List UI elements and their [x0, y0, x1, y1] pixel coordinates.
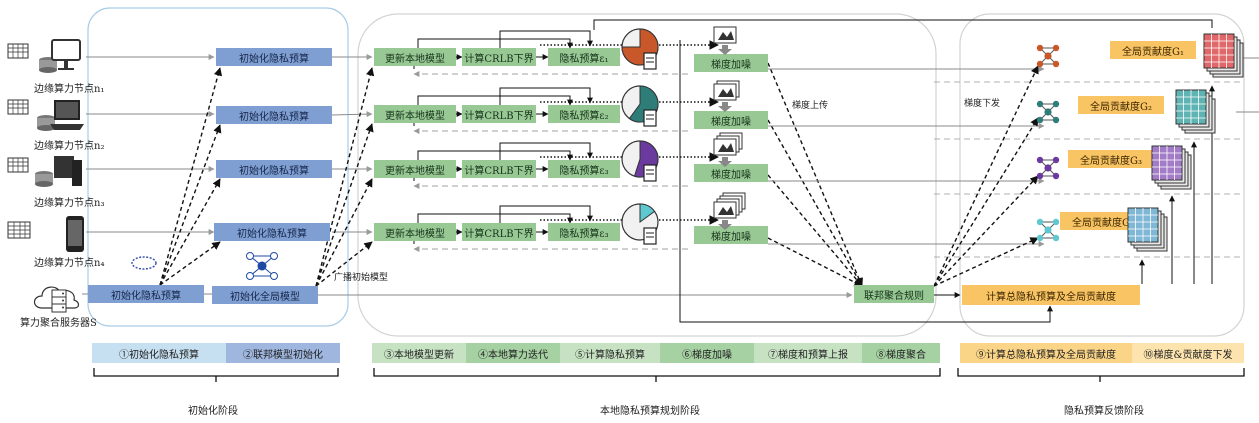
node-network-icon — [1037, 157, 1059, 179]
network-node — [1053, 61, 1059, 67]
down-arrow-icon — [718, 45, 732, 55]
network-node — [1044, 108, 1051, 115]
down-arrow-icon — [718, 102, 732, 112]
network-node — [1053, 101, 1059, 107]
report-doc-icon — [644, 165, 656, 181]
network-node — [1037, 235, 1043, 241]
network-node — [1053, 173, 1059, 179]
network-node — [1053, 219, 1059, 225]
network-node — [1037, 117, 1043, 123]
report-doc-icon — [644, 228, 656, 244]
network-node — [1053, 235, 1059, 241]
network-node — [1044, 52, 1051, 59]
network-node — [1044, 164, 1051, 171]
network-node — [1053, 45, 1059, 51]
report-doc-icon — [644, 110, 656, 126]
network-node — [1053, 157, 1059, 163]
network-node — [1037, 219, 1043, 225]
down-arrow-icon — [718, 220, 732, 230]
network-node — [1037, 157, 1043, 163]
network-node — [1044, 226, 1051, 233]
node-network-icon — [1037, 219, 1059, 241]
network-node — [1037, 173, 1043, 179]
network-node — [1037, 101, 1043, 107]
down-arrow-icon — [718, 157, 732, 167]
node-network-icon — [1037, 45, 1059, 67]
network-node — [1037, 45, 1043, 51]
network-node — [1037, 61, 1043, 67]
node-network-icon — [1037, 101, 1059, 123]
network-node — [1053, 117, 1059, 123]
report-doc-icon — [644, 53, 656, 69]
